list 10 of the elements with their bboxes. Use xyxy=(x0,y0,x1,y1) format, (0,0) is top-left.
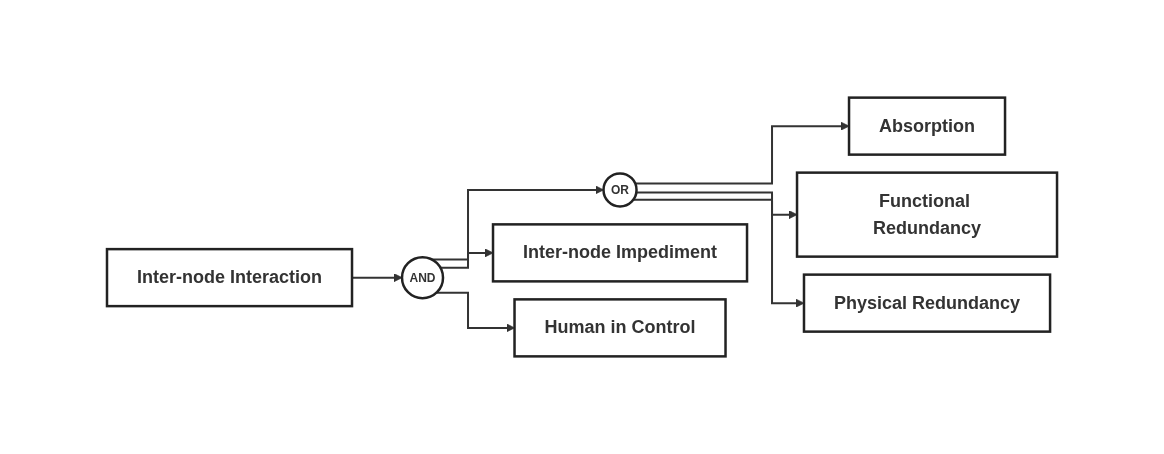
node-box: Human in Control xyxy=(513,298,727,358)
node-box: Inter-node Interaction xyxy=(105,247,354,308)
arrow xyxy=(439,248,494,269)
node-box: Absorption xyxy=(847,96,1007,156)
node-circle: AND xyxy=(400,255,445,300)
node-box: Physical Redundancy xyxy=(802,273,1052,333)
node-box: Functional Redundancy xyxy=(795,171,1059,258)
node-circle: OR xyxy=(602,172,638,208)
node-box: Inter-node Impediment xyxy=(491,223,749,283)
arrow xyxy=(435,291,515,333)
